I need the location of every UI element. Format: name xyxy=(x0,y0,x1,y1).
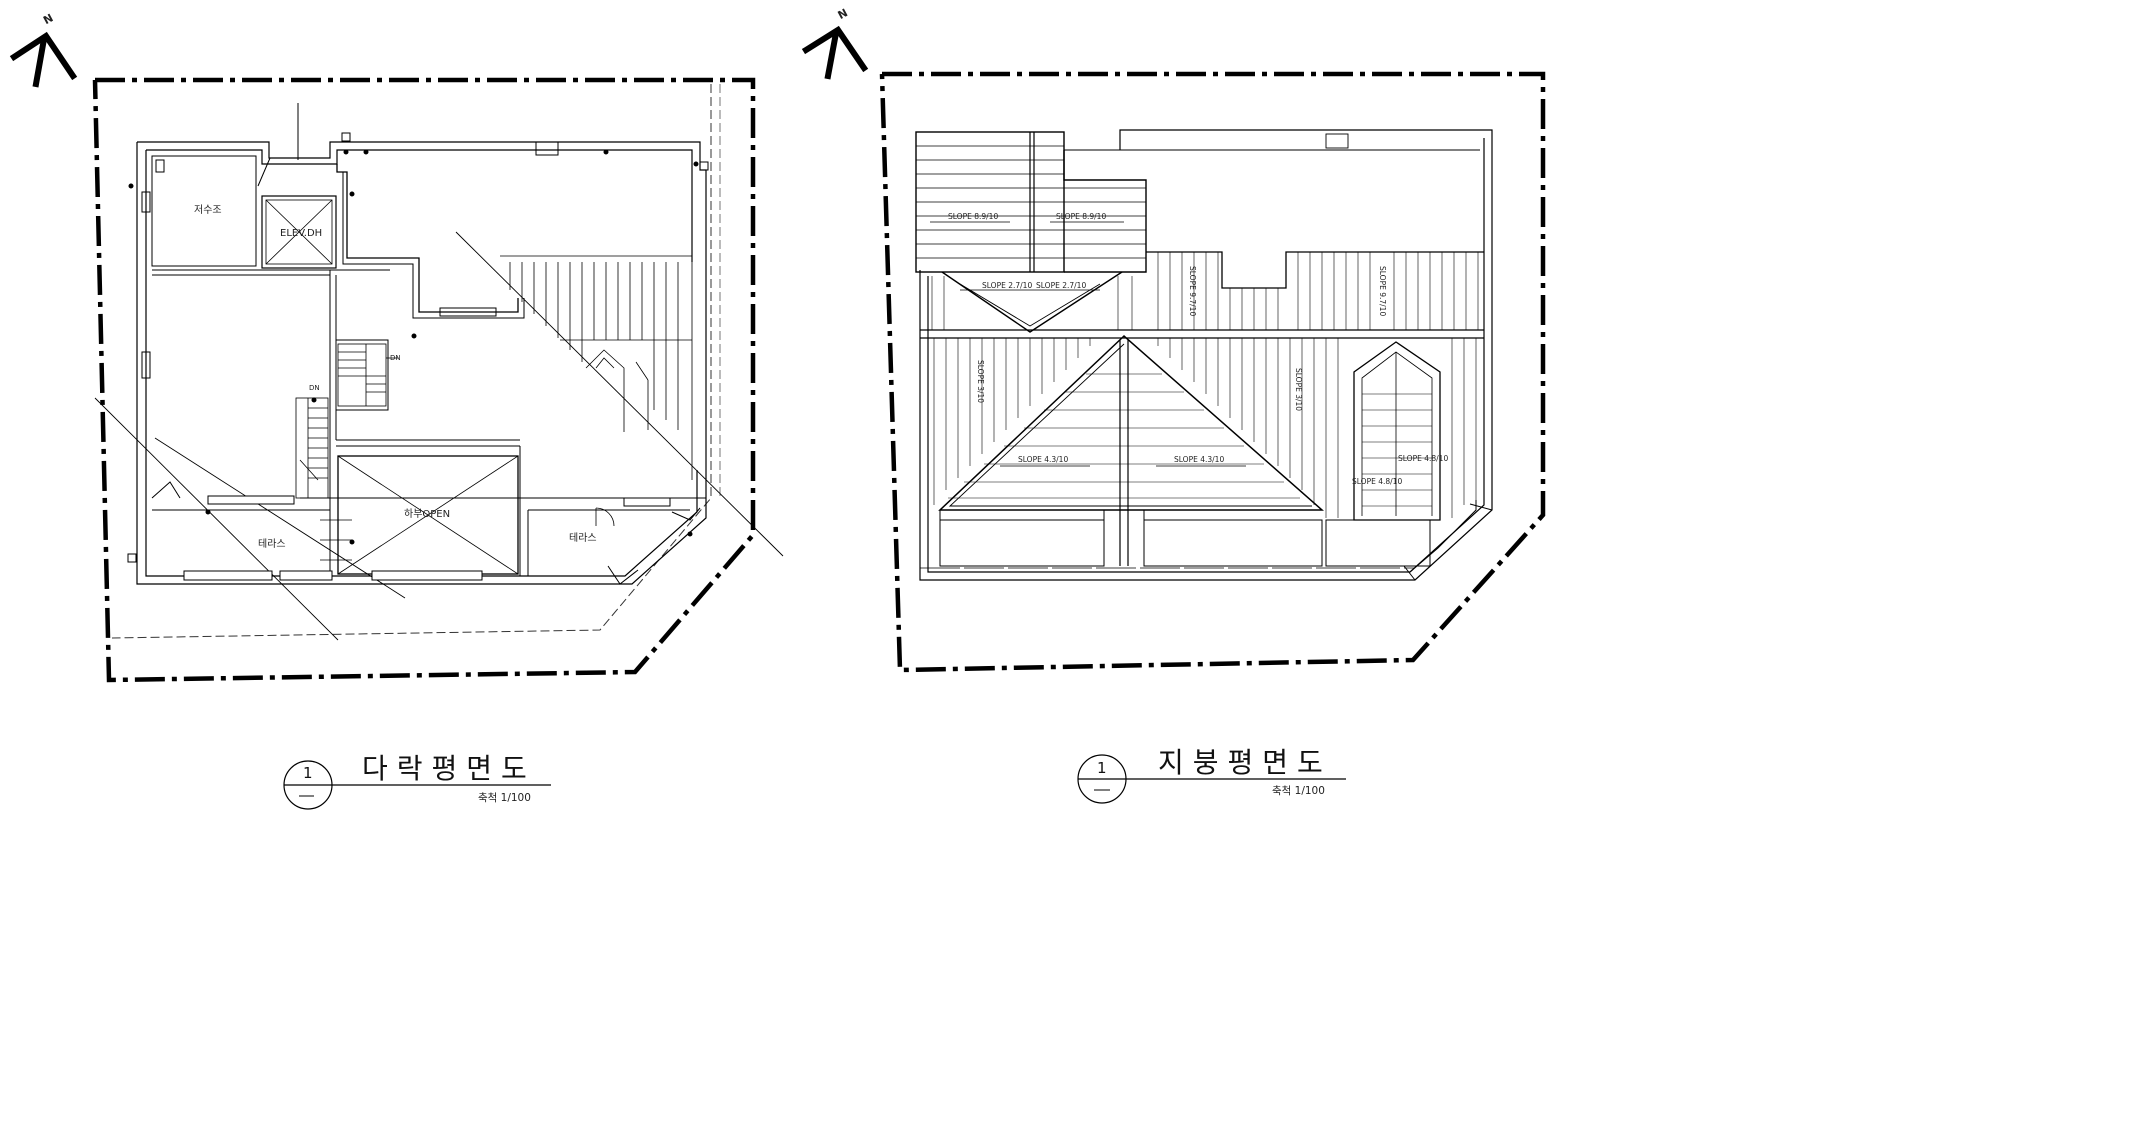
slope-label-top-left-a: SLOPE 8.9/10 xyxy=(948,212,998,221)
roof-overlay xyxy=(500,255,693,480)
attic-floor-plan: N 저수조 ELEV.DH xyxy=(9,11,784,810)
interior-notch-wall xyxy=(336,164,519,313)
roof-upper-left-block xyxy=(915,131,1147,273)
attic-drawing-scale: 축척 1/100 xyxy=(478,792,531,804)
window-openings xyxy=(183,495,671,581)
section-cut-lines xyxy=(94,231,784,641)
roof-lower-field xyxy=(933,338,1477,518)
slope-label-right-vertical-a: SLOPE 9.7/10 xyxy=(1188,266,1197,316)
slope-label-right-vertical-b: SLOPE 9.7/10 xyxy=(1378,266,1387,316)
attic-title-block: 1 다락평면도 축척 1/100 xyxy=(283,752,551,810)
corner-details xyxy=(151,481,701,585)
attic-drawing-number: 1 xyxy=(303,764,313,782)
upper-stair xyxy=(337,343,398,407)
slope-label-top-left-b: SLOPE 8.9/10 xyxy=(1056,212,1106,221)
svg-text:N: N xyxy=(41,11,55,27)
north-arrow-icon: N xyxy=(801,6,869,80)
slope-label-left-vertical: SLOPE 3/10 xyxy=(976,360,985,403)
roof-pyramid xyxy=(938,334,1431,567)
drawing-canvas: N 저수조 ELEV.DH xyxy=(9,6,1546,810)
slope-label-pyramid-left: SLOPE 4.3/10 xyxy=(1018,455,1068,464)
attic-drawing-title: 다락평면도 xyxy=(362,752,536,785)
roof-property-boundary xyxy=(879,71,1546,673)
terrace-left-label: 테라스 xyxy=(258,538,286,550)
setback-line xyxy=(111,84,712,639)
roof-upper-right-strip xyxy=(931,251,1484,330)
terrace-door-swing xyxy=(595,507,615,527)
slope-label-valley-b: SLOPE 2.7/10 xyxy=(1036,281,1086,290)
elevator-shaft xyxy=(261,195,337,269)
roof-plan: N SLOPE 8.9/10 SLOPE 8 xyxy=(801,6,1546,804)
slope-label-small-b: SLOPE 4.8/10 xyxy=(1352,477,1402,486)
roof-small-gable xyxy=(1353,341,1441,521)
roof-valley xyxy=(941,271,1123,333)
lower-stair xyxy=(295,397,352,561)
svg-text:N: N xyxy=(836,6,850,22)
roof-drawing-scale: 축척 1/100 xyxy=(1272,785,1325,797)
roof-corner-chamfer xyxy=(1403,500,1493,581)
water-tank-room xyxy=(151,155,257,267)
open-below-label: 하부OPEN xyxy=(404,507,450,520)
elevator-label: ELEV.DH xyxy=(280,228,322,239)
slope-label-middle-vertical: SLOPE 3/10 xyxy=(1294,368,1303,411)
stair-dn-label-lower: DN xyxy=(309,384,320,392)
roof-title-block: 1 지붕평면도 축척 1/100 xyxy=(1077,746,1346,804)
property-boundary xyxy=(92,77,756,683)
water-tank-label: 저수조 xyxy=(194,204,222,216)
stair-dn-label-upper: DN xyxy=(390,354,401,362)
roof-ridge-band xyxy=(920,329,1484,339)
roof-drawing-title: 지붕평면도 xyxy=(1158,746,1332,779)
north-arrow-icon: N xyxy=(9,11,78,88)
roof-drawing-number: 1 xyxy=(1097,759,1107,777)
slope-label-pyramid-right: SLOPE 4.3/10 xyxy=(1174,455,1224,464)
slope-label-valley-a: SLOPE 2.7/10 xyxy=(982,281,1032,290)
slope-label-small-a: SLOPE 4.8/10 xyxy=(1398,454,1448,463)
wall-fixtures xyxy=(127,132,709,563)
terrace-right-label: 테라스 xyxy=(569,532,597,544)
